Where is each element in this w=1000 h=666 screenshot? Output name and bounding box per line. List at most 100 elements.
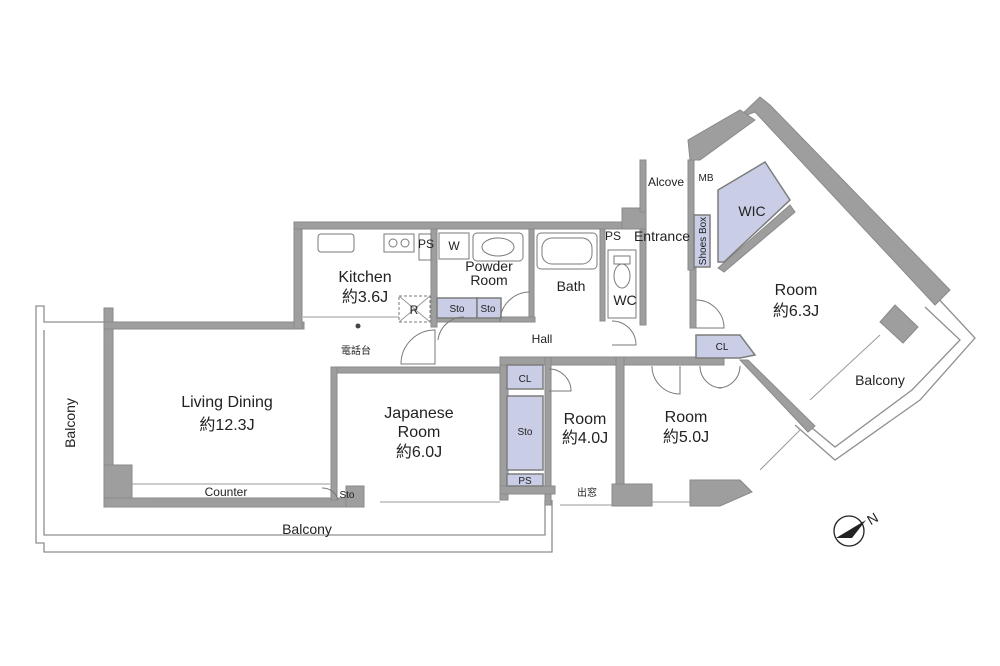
storage-cl-a	[506, 364, 544, 390]
japanese-room-name-1: Japanese	[384, 405, 453, 422]
north-arrow-icon: N	[833, 509, 881, 547]
kitchen-stove	[383, 233, 415, 253]
wall-alcove-east	[687, 159, 695, 271]
wall-kitchen-east	[430, 228, 438, 328]
wall-japanese-north	[330, 366, 502, 374]
japanese-room-name-2: Room	[398, 424, 441, 441]
door-powder	[437, 316, 465, 341]
room-4-name: Room	[564, 411, 607, 428]
balcony-outline-left-bottom	[35, 305, 553, 553]
wall-room63-west	[689, 267, 697, 329]
room-5-size: 約5.0J	[663, 428, 709, 446]
storage-cl-b	[695, 334, 757, 359]
balconies	[35, 294, 976, 553]
balcony-inner-left-bottom	[43, 330, 546, 536]
entrance-name: Entrance	[634, 228, 690, 244]
phone-stand-marker	[355, 323, 361, 329]
storage-areas	[436, 160, 791, 487]
wall-kitchen-north	[293, 221, 635, 230]
door-room4	[548, 368, 572, 392]
ps-kitchen-label: PS	[418, 237, 434, 251]
living-dining-name: Living Dining	[181, 394, 273, 411]
kitchen-ps-box	[418, 233, 432, 261]
room-4-size: 約4.0J	[562, 429, 608, 447]
sto-counter-label: Sto	[339, 490, 354, 501]
wall-room63-corner	[879, 304, 919, 344]
door-room5	[651, 365, 681, 395]
powder-room-name-2: Room	[470, 272, 507, 288]
wall-room5-sw	[611, 483, 653, 507]
balcony-right-label: Balcony	[855, 372, 905, 388]
washer-space	[438, 232, 470, 260]
sto-japanese-label: Sto	[517, 427, 532, 438]
balcony-labels: Balcony Balcony Balcony	[62, 372, 905, 537]
door-room63	[695, 299, 725, 329]
wall-mb-top	[687, 109, 756, 161]
balcony-inner-right	[799, 306, 961, 448]
wc-name: WC	[613, 292, 636, 308]
door-wc	[611, 320, 637, 346]
wall-entrance-col	[621, 207, 647, 230]
room-labels: Kitchen 約3.6J Living Dining 約12.3J Japan…	[181, 175, 819, 461]
ps-entrance-label: PS	[605, 229, 621, 243]
alcove-name: Alcove	[648, 175, 684, 189]
door-cl-room5b	[717, 365, 741, 389]
counter-label: Counter	[205, 485, 248, 499]
balcony-outline-right	[794, 294, 976, 461]
door-living	[400, 329, 436, 365]
storage-sto-japanese	[506, 395, 544, 471]
cl-a-label: CL	[519, 374, 532, 385]
shoes-box-label: Shoes Box	[698, 217, 709, 265]
hall-name: Hall	[532, 332, 553, 346]
wall-room4-east	[615, 356, 625, 506]
balcony-bottom-label: Balcony	[282, 521, 332, 537]
kitchen-sink	[317, 233, 355, 253]
wall-room5-se	[689, 479, 753, 507]
wall-alcove-west	[639, 159, 647, 213]
wall-living-north	[103, 321, 305, 330]
balcony-left-label: Balcony	[62, 398, 78, 448]
wall-room5-north	[623, 356, 725, 366]
room-63-size: 約6.3J	[773, 302, 819, 320]
wall-counter-sto	[345, 485, 365, 508]
japanese-room-size: 約6.0J	[396, 443, 442, 461]
door-counter-sto	[321, 487, 339, 501]
window-room5-east	[759, 429, 801, 471]
doors	[321, 291, 741, 501]
storage-sto-b	[476, 297, 502, 319]
sto-b-label: Sto	[480, 304, 495, 315]
wall-bath-wc	[599, 228, 606, 322]
small-labels: PS W PS MB Shoes Box R Sto Sto Sto Sto C…	[205, 173, 729, 501]
powder-room-name-1: Powder	[465, 258, 513, 274]
fridge-label: R	[410, 303, 419, 317]
wic-name: WIC	[738, 203, 765, 219]
wall-room4-west	[544, 356, 552, 506]
sto-a-label: Sto	[449, 304, 464, 315]
wall-bottom-ps	[499, 485, 556, 495]
living-dining-size: 約12.3J	[199, 416, 254, 434]
wall-wic-south	[717, 204, 796, 273]
room-63-name: Room	[775, 282, 818, 299]
wall-room5-east	[738, 359, 816, 433]
bay-window-label: 出窓	[577, 486, 597, 499]
kitchen-size: 約3.6J	[342, 288, 388, 306]
washer-label: W	[448, 239, 460, 253]
wall-diagonal-exterior	[737, 96, 951, 306]
kitchen-name: Kitchen	[338, 269, 391, 286]
ps-bottom-label: PS	[518, 476, 532, 487]
storage-wic	[717, 160, 791, 263]
fixtures	[317, 232, 637, 323]
toilet-icon	[613, 263, 631, 289]
room-5-name: Room	[665, 409, 708, 426]
mb-label: MB	[699, 173, 714, 184]
storage-shoes-box	[693, 214, 711, 268]
windows	[107, 316, 881, 506]
phone-stand-label: 電話台	[341, 344, 371, 357]
cl-b-label: CL	[716, 342, 729, 353]
bath-name: Bath	[557, 278, 586, 294]
window-room63-east	[809, 334, 881, 401]
wall-powder-bath	[528, 228, 535, 318]
compass-label: N	[864, 509, 881, 528]
wall-kitchen-west	[293, 221, 303, 330]
